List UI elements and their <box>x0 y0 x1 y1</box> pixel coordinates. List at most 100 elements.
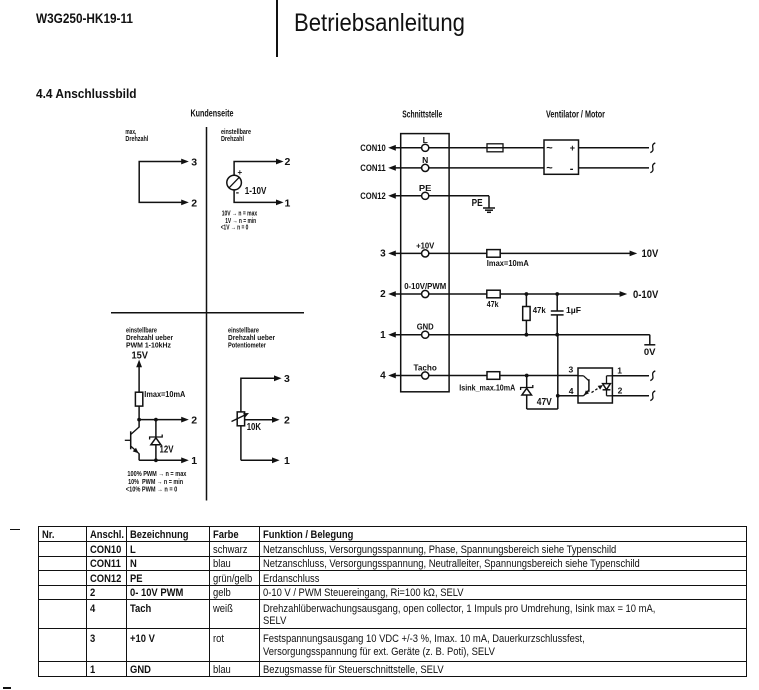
q4-circuit <box>231 375 282 464</box>
q3-zener-label: 12V <box>160 444 174 456</box>
opto-pin3-label: 3 <box>569 364 574 374</box>
terminal-name-label: +10V <box>416 240 434 250</box>
terminal-name-label: PE <box>419 183 432 193</box>
section-heading-text: 4.4 Anschlussbild <box>36 87 137 101</box>
cell-text: blau <box>213 663 231 676</box>
arrowhead <box>132 447 139 454</box>
opto-pin1-label: 1 <box>617 365 622 375</box>
customer-side-heading: Kundenseite <box>191 109 234 120</box>
speed-note: <1V → n = 0 <box>221 225 249 232</box>
cell-text: Netzanschluss, Versorgungsspannung, Phas… <box>263 543 617 556</box>
wire-segment <box>231 413 247 423</box>
wire-segment <box>233 190 278 204</box>
cell-text: Festspannungsausgang 10 VDC +/-3 %, Imax… <box>263 632 585 659</box>
cell-farbe: weiß <box>209 599 260 629</box>
cell-text: N <box>130 558 137 571</box>
margin-dash-top <box>9 528 20 531</box>
arrowhead <box>629 250 638 257</box>
cell-text: PE <box>130 572 143 585</box>
col-header-text: Farbe <box>213 528 239 541</box>
table-body: Nr. Anschl. Bezeichnung Farbe Funktion /… <box>38 526 747 542</box>
q4-caption-line3: Potentiometer <box>228 342 266 349</box>
cell-text: Drehzahlüberwachungsausgang, open collec… <box>263 602 656 627</box>
component-body <box>577 367 614 404</box>
pe-ground-label: PE <box>472 198 483 209</box>
cell-text: 2 <box>89 587 95 600</box>
cell-bezeichnung: N <box>126 555 210 572</box>
terminal-circle <box>420 249 430 258</box>
section-heading: 4.4 Anschlussbild <box>36 87 142 101</box>
cell-text: schwarz <box>213 543 248 556</box>
cell-nr <box>38 555 87 572</box>
cell-bezeichnung: GND <box>126 661 210 677</box>
source-voltage-label: 1-10V <box>245 186 267 197</box>
terminal-arrow <box>388 331 396 338</box>
q3-resistor-symbol <box>134 391 144 407</box>
wire-segment <box>228 176 241 189</box>
connector-label: CON11 <box>360 163 385 173</box>
resistor-tacho-symbol <box>486 370 501 381</box>
cell-funktion: Netzanschluss, Versorgungsspannung, Phas… <box>259 541 747 557</box>
page-title: Betriebsanleitung <box>294 9 487 38</box>
cell-nr <box>38 599 87 629</box>
speed-note: 10% PWM → n = min <box>128 479 183 486</box>
cell-anschl: 3 <box>85 627 127 663</box>
cell-text: 0-10 V / PWM Steuereingang, Ri=100 kΩ, S… <box>263 587 464 600</box>
terminal-table-wrap: Nr. Anschl. Bezeichnung Farbe Funktion /… <box>38 526 747 677</box>
cell-text: gelb <box>213 587 231 600</box>
quadrant-potentiometer: einstellbare Drehzahl ueber Potentiomete… <box>228 328 290 468</box>
rectifier-ac-bot: ~ <box>546 163 553 175</box>
resistor-47k-shunt <box>521 294 531 335</box>
arrowhead <box>181 416 189 423</box>
line-break-opto1 <box>649 370 656 382</box>
control-circuit: Imax=10mA 10V 47k 0-10V 47k <box>428 248 659 410</box>
zener-12v-symbol <box>148 419 163 461</box>
cell-anschl: 2 <box>85 584 127 601</box>
output-10v-label: 10V <box>642 248 659 260</box>
terminal-arrow <box>388 192 396 199</box>
arrowhead <box>243 413 249 418</box>
margin-dash-bottom <box>3 686 11 689</box>
cell-text: GND <box>130 663 151 676</box>
cell-funktion: Netzanschluss, Versorgungsspannung, Neut… <box>259 555 747 572</box>
cell-bezeichnung: PE <box>126 570 210 586</box>
customer-quadrant-dividers <box>111 127 304 501</box>
cell-funktion: 0-10 V / PWM Steuereingang, Ri=100 kΩ, S… <box>259 584 747 601</box>
terminal-circle <box>420 330 430 340</box>
cell-farbe: grün/gelb <box>209 570 260 586</box>
junction-dot <box>555 393 560 398</box>
terminal-name-label: Tacho <box>414 363 437 373</box>
line-break-l <box>649 142 656 154</box>
terminal-arrow <box>388 291 396 297</box>
component-body <box>521 305 531 322</box>
q4-terminal-2: 2 <box>284 414 290 426</box>
col-header-text: Bezeichnung <box>130 528 189 541</box>
cell-anschl: CON11 <box>85 555 127 572</box>
opto-pin4-label: 4 <box>569 386 574 396</box>
terminal-arrow <box>388 250 396 257</box>
cell-bezeichnung: L <box>126 541 210 557</box>
cell-nr <box>38 661 87 677</box>
cell-text: Bezugsmasse für Steuerschnittstelle, SEL… <box>263 663 444 676</box>
quadrant-max-speed: max, Drehzahl 3 2 <box>125 129 197 210</box>
arrowhead <box>136 359 142 368</box>
cell-text: +10 V <box>130 632 155 645</box>
diode-triangle <box>520 387 533 396</box>
q4-terminal-3: 3 <box>284 373 290 385</box>
cell-nr <box>38 584 87 601</box>
cell-text: rot <box>213 632 224 645</box>
zener-47v-label: 47V <box>537 396 552 408</box>
cell-farbe: rot <box>209 627 260 663</box>
connector-label: CON10 <box>360 143 385 153</box>
voltage-source-symbol <box>226 174 243 191</box>
arrowhead <box>181 158 189 165</box>
cell-text: CON10 <box>89 543 121 556</box>
cell-text: blau <box>213 558 231 571</box>
